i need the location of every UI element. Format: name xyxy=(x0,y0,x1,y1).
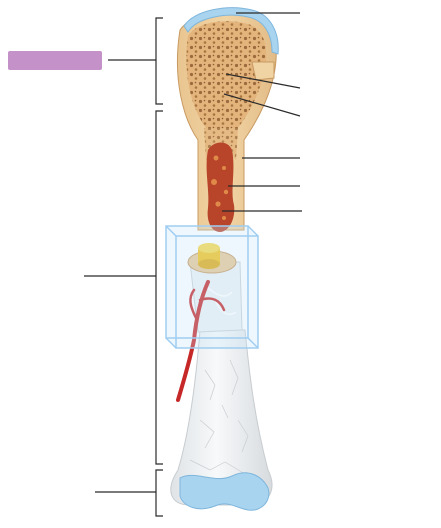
spongy-bone-leader xyxy=(225,73,301,89)
artery-branches xyxy=(189,288,226,320)
proximal-epiphysis-bracket xyxy=(155,17,163,105)
medullary-cavity xyxy=(206,142,235,232)
proximal-articular-cartilage xyxy=(183,7,279,55)
yellow-marrow xyxy=(198,243,220,269)
marrow-fat-spots xyxy=(211,155,229,220)
inset-box xyxy=(165,225,259,349)
distal-epiphysis-bracket xyxy=(155,469,163,517)
cut-notch xyxy=(251,61,275,81)
bone-surface-texture xyxy=(189,359,249,475)
diaphysis-bracket xyxy=(155,110,163,465)
epiphyseal-line-leader xyxy=(223,93,301,117)
distal-articular-cartilage xyxy=(179,472,270,511)
label-box-highlighted[interactable] xyxy=(8,51,102,70)
